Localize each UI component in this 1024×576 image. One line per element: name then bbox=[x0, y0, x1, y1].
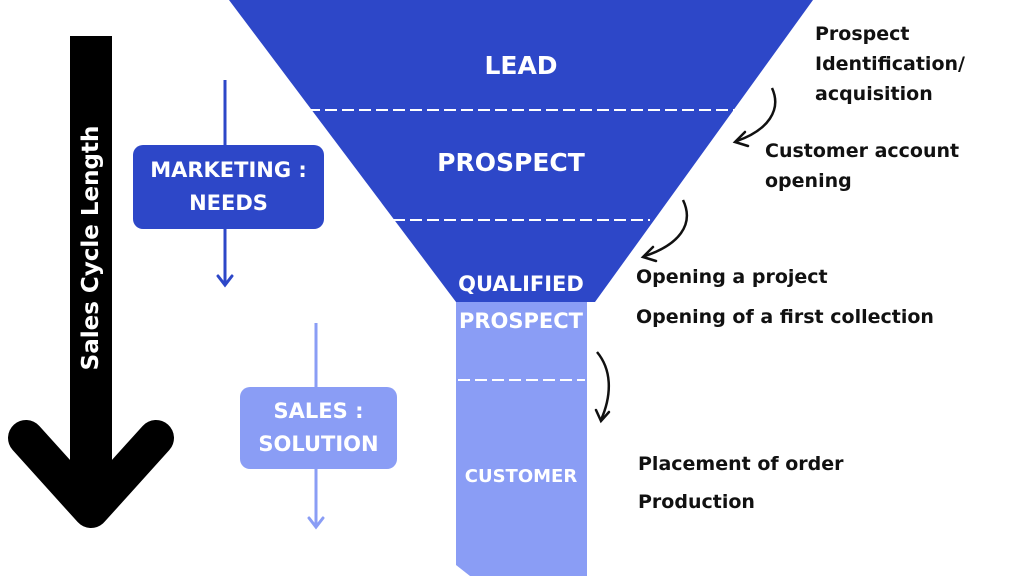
step-customer-line1: Placement of order bbox=[638, 453, 844, 475]
step-arrow-2-head bbox=[640, 245, 658, 263]
step-lead-line2: Identification/ bbox=[815, 53, 965, 75]
stage-qualified-prospect-label: PROSPECT bbox=[458, 309, 583, 333]
step-arrow-1 bbox=[736, 87, 777, 143]
funnel-spout bbox=[456, 302, 587, 576]
step-lead-line1: Prospect bbox=[815, 23, 910, 45]
stage-lead-label: LEAD bbox=[484, 51, 558, 80]
funnel-top bbox=[229, 0, 813, 302]
step-arrow-3-head bbox=[594, 408, 611, 424]
step-qualified-line1: Opening a project bbox=[636, 266, 828, 288]
step-customer-line2: Production bbox=[638, 491, 755, 513]
step-lead-line3: acquisition bbox=[815, 83, 933, 105]
marketing-badge-line2: NEEDS bbox=[189, 191, 268, 215]
axis-arrow-shaft bbox=[70, 36, 112, 486]
stage-customer-label: CUSTOMER bbox=[464, 466, 578, 487]
step-prospect-line2: opening bbox=[765, 170, 852, 192]
step-qualified-line2: Opening of a first collection bbox=[636, 306, 934, 328]
step-prospect-line1: Customer account bbox=[765, 140, 960, 162]
step-arrow-1-head bbox=[732, 130, 750, 148]
step-arrow-2 bbox=[644, 199, 689, 258]
step-arrow-3 bbox=[596, 351, 611, 421]
marketing-badge: MARKETING : NEEDS bbox=[133, 145, 324, 229]
sales-badge: SALES : SOLUTION bbox=[240, 387, 397, 469]
axis-label: Sales Cycle Length bbox=[78, 125, 104, 371]
axis-arrow-head bbox=[8, 420, 174, 528]
stage-prospect-label: PROSPECT bbox=[437, 148, 585, 177]
sales-badge-line1: SALES : bbox=[273, 399, 364, 423]
marketing-arrow-head bbox=[216, 274, 234, 288]
marketing-badge-line1: MARKETING : bbox=[150, 158, 307, 182]
sales-badge-line2: SOLUTION bbox=[258, 432, 379, 456]
stage-qualified-label: QUALIFIED bbox=[458, 272, 584, 296]
sales-arrow-head bbox=[307, 516, 325, 530]
